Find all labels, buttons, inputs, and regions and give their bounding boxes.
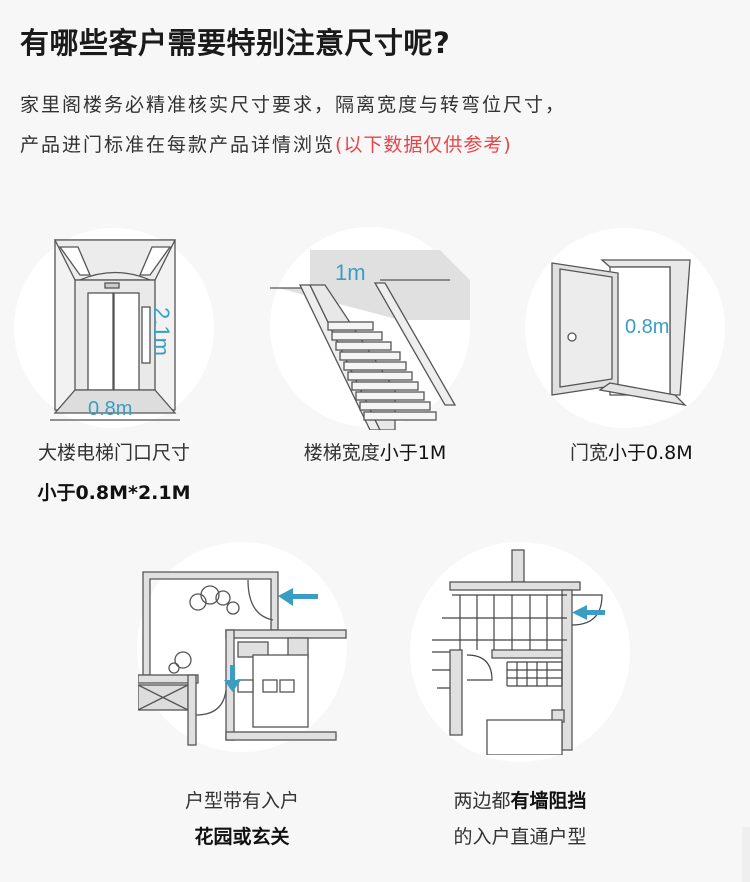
description-line-1: 家里阁楼务必精准核实尺寸要求，隔离宽度与转弯位尺寸， [20,94,567,116]
staircase-icon: 1m [270,250,470,430]
reference-note: (以下数据仅供参考) [335,134,512,156]
edge-divider [742,827,750,882]
elevator-icon: 2.1m 0.8m [50,239,180,421]
page-title: 有哪些客户需要特别注意尺寸呢? [20,26,451,60]
stairs-limit: 小于1M [379,442,447,464]
stairs-caption-prefix: 楼梯宽度 [303,442,380,464]
walled-caption-prefix: 两边都 [453,790,511,812]
description-line-2: 产品进门标准在每款产品详情浏览(以下数据仅供参考) [20,130,512,157]
walled-caption-line2: 的入户直通户型 [453,826,587,848]
floorplan-garden-entry-icon [138,571,347,746]
stairs-width-label: 1m [335,260,366,285]
walled-caption-line1: 两边都有墙阻挡 [410,786,630,813]
stairs-caption: 楼梯宽度小于1M [270,438,480,465]
floorplan-walled-entry-icon [432,549,605,755]
door-icon: 0.8m [551,259,691,406]
elevator-caption-line1: 大楼电梯门口尺寸 [37,442,190,464]
door-limit: 小于0.8M [608,442,693,464]
elevator-height-label: 2.1m [149,307,174,356]
door-width-label: 0.8m [625,316,669,338]
description-text: 产品进门标准在每款产品详情浏览 [20,134,336,156]
garden-caption-bold: 花园或玄关 [194,826,290,848]
elevator-limit: 小于0.8M*2.1M [37,482,191,504]
elevator-width-label: 0.8m [88,398,132,420]
garden-caption-line1: 户型带有入户 [184,790,299,812]
garden-caption-line2: 花园或玄关 [137,822,347,849]
elevator-caption-line2: 小于0.8M*2.1M [14,478,214,505]
door-caption: 门宽小于0.8M [570,438,730,465]
walled-caption-bold: 有墙阻挡 [510,790,587,812]
door-caption-prefix: 门宽 [570,442,609,464]
